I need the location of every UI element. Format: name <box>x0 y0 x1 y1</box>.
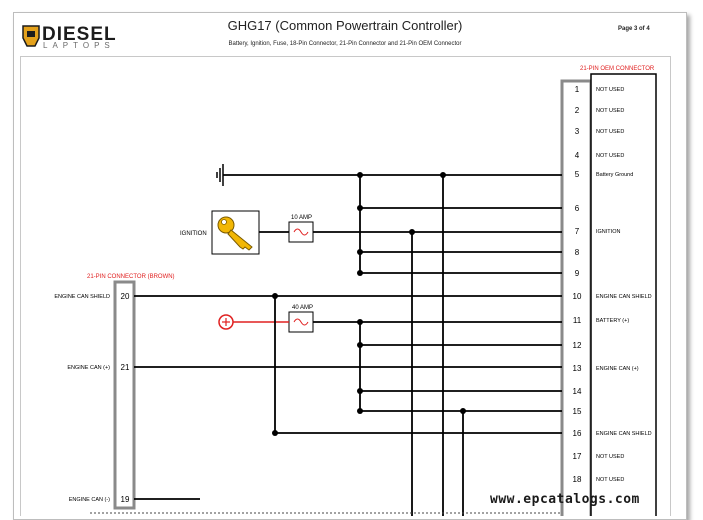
diesel-laptops-logo: DIESEL LAPTOPS <box>22 24 130 52</box>
oem-pin-number: 11 <box>573 316 582 325</box>
oem-pin-number: 1 <box>575 85 580 94</box>
diagram-subtitle: Battery, Ignition, Fuse, 18-Pin Connecto… <box>228 41 462 47</box>
oem-pin-number: 14 <box>573 387 582 396</box>
oem-pin-number: 16 <box>573 429 582 438</box>
oem-pin-label: NOT USED <box>596 153 624 159</box>
junction-dots <box>272 172 466 436</box>
oem-pin-number: 8 <box>575 248 580 257</box>
page-border-left <box>20 56 21 516</box>
junction-dot <box>440 172 446 178</box>
wire-group <box>134 174 562 516</box>
left-pin-number: 20 <box>121 292 130 301</box>
header-divider <box>20 56 670 57</box>
battery-positive-icon <box>218 314 289 330</box>
junction-dot <box>357 205 363 211</box>
oem-pin-label: NOT USED <box>596 108 624 114</box>
logo-subword: LAPTOPS <box>43 41 115 50</box>
logo-shield-icon <box>22 25 40 47</box>
fuse-10amp-label: 10 AMP <box>291 215 312 221</box>
oem-pin-label: NOT USED <box>596 477 624 483</box>
oem-connector-label-box <box>590 73 657 516</box>
oem-pin-number: 9 <box>575 269 580 278</box>
oem-pin-number: 2 <box>575 106 580 115</box>
oem-pin-label: Battery Ground <box>596 172 633 178</box>
junction-dot <box>357 270 363 276</box>
left-pin-number: 21 <box>121 363 130 372</box>
oem-pin-number: 5 <box>575 170 580 179</box>
junction-dot <box>272 293 278 299</box>
left-pin-label: ENGINE CAN SHIELD <box>54 294 110 300</box>
page-number: Page 3 of 4 <box>618 26 650 32</box>
junction-dot <box>357 342 363 348</box>
junction-dot <box>357 408 363 414</box>
oem-pin-number: 4 <box>575 151 580 160</box>
oem-pin-label: ENGINE CAN SHIELD <box>596 294 652 300</box>
left-pin-label: ENGINE CAN (+) <box>67 365 110 371</box>
ground-icon <box>216 164 224 186</box>
key-icon <box>217 216 253 251</box>
junction-dot <box>460 408 466 414</box>
oem-pin-number: 6 <box>575 204 580 213</box>
oem-pin-number: 12 <box>573 341 582 350</box>
oem-pin-number: 3 <box>575 127 580 136</box>
oem-pin-number: 13 <box>573 364 582 373</box>
junction-dot <box>409 229 415 235</box>
junction-dot <box>357 319 363 325</box>
oem-pin-number: 15 <box>573 407 582 416</box>
fuse-40amp-icon <box>293 318 309 326</box>
oem-pin-label: IGNITION <box>596 229 620 235</box>
junction-dot <box>357 388 363 394</box>
junction-dot <box>272 430 278 436</box>
oem-pin-label: ENGINE CAN (+) <box>596 366 639 372</box>
junction-dot <box>357 249 363 255</box>
junction-dot <box>357 172 363 178</box>
oem-pin-number: 17 <box>573 452 582 461</box>
oem-connector-title: 21-PIN OEM CONNECTOR <box>580 66 655 72</box>
ignition-label: IGNITION <box>180 231 207 237</box>
oem-pin-number: 18 <box>573 475 582 484</box>
left-connector-title: 21-PIN CONNECTOR (BROWN) <box>87 274 175 280</box>
page-border-right <box>670 56 671 516</box>
fuse-10amp-icon <box>293 228 309 236</box>
oem-pin-label: BATTERY (+) <box>596 318 629 324</box>
watermark: www.epcatalogs.com <box>490 492 640 507</box>
left-pin-label: ENGINE CAN (-) <box>69 497 110 503</box>
oem-pin-label: NOT USED <box>596 87 624 93</box>
diagram-title: GHG17 (Common Powertrain Controller) <box>227 18 463 33</box>
left-connector-body <box>113 280 136 510</box>
oem-pin-number: 10 <box>573 292 582 301</box>
oem-pin-label: NOT USED <box>596 129 624 135</box>
oem-pin-number: 7 <box>575 227 580 236</box>
fuse-40amp-label: 40 AMP <box>292 305 313 311</box>
logo-word: DIESEL <box>42 24 117 45</box>
oem-pin-label: NOT USED <box>596 454 624 460</box>
left-pin-number: 19 <box>121 495 130 504</box>
oem-pin-label: ENGINE CAN SHIELD <box>596 431 652 437</box>
